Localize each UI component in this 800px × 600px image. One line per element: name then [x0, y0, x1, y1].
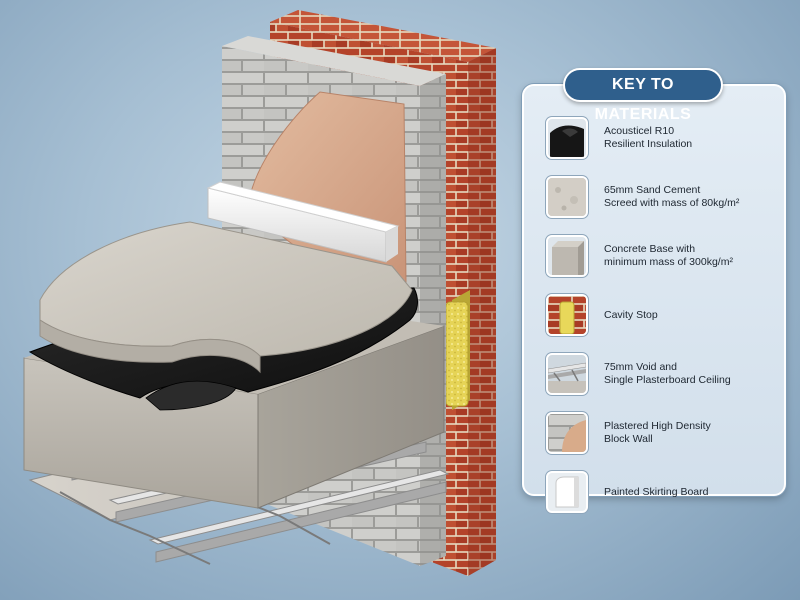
key-item-label: Cavity Stop: [604, 308, 658, 321]
concrete-block-icon: [546, 235, 588, 277]
cavity-stop-icon: [546, 294, 588, 336]
key-title: KEY TO MATERIALS: [563, 68, 723, 123]
key-item-label: 75mm Void and Single Plasterboard Ceilin…: [604, 361, 731, 386]
key-item-cavity-stop: Cavity Stop: [546, 289, 778, 341]
key-item-concrete: Concrete Base with minimum mass of 300kg…: [546, 230, 778, 282]
membrane-fold: [145, 380, 237, 411]
sand-cement-screed: [39, 221, 413, 374]
cavity-stop: [445, 290, 470, 410]
key-item-acousticel: Acousticel R10 Resilient Insulation: [546, 112, 778, 164]
black-membrane-icon: [546, 117, 588, 159]
key-item-screed: 65mm Sand Cement Screed with mass of 80k…: [546, 171, 778, 223]
key-item-label: Plastered High Density Block Wall: [604, 420, 711, 445]
key-item-label: 65mm Sand Cement Screed with mass of 80k…: [604, 184, 740, 209]
key-item-void: 75mm Void and Single Plasterboard Ceilin…: [546, 348, 778, 400]
key-item-label: Acousticel R10 Resilient Insulation: [604, 125, 693, 150]
block-wall-icon: [546, 412, 588, 454]
key-item-label: Painted Skirting Board: [604, 485, 709, 498]
key-item-label: Concrete Base with minimum mass of 300kg…: [604, 243, 733, 268]
key-item-skirting: Painted Skirting Board: [546, 466, 778, 518]
key-item-wall: Plastered High Density Block Wall: [546, 407, 778, 459]
skirting-board: [206, 181, 400, 263]
screed-slab-icon: [546, 176, 588, 218]
skirting-board-icon: [546, 471, 588, 513]
key-list: Acousticel R10 Resilient Insulation 65mm…: [546, 112, 778, 525]
ceiling-joist-icon: [546, 353, 588, 395]
